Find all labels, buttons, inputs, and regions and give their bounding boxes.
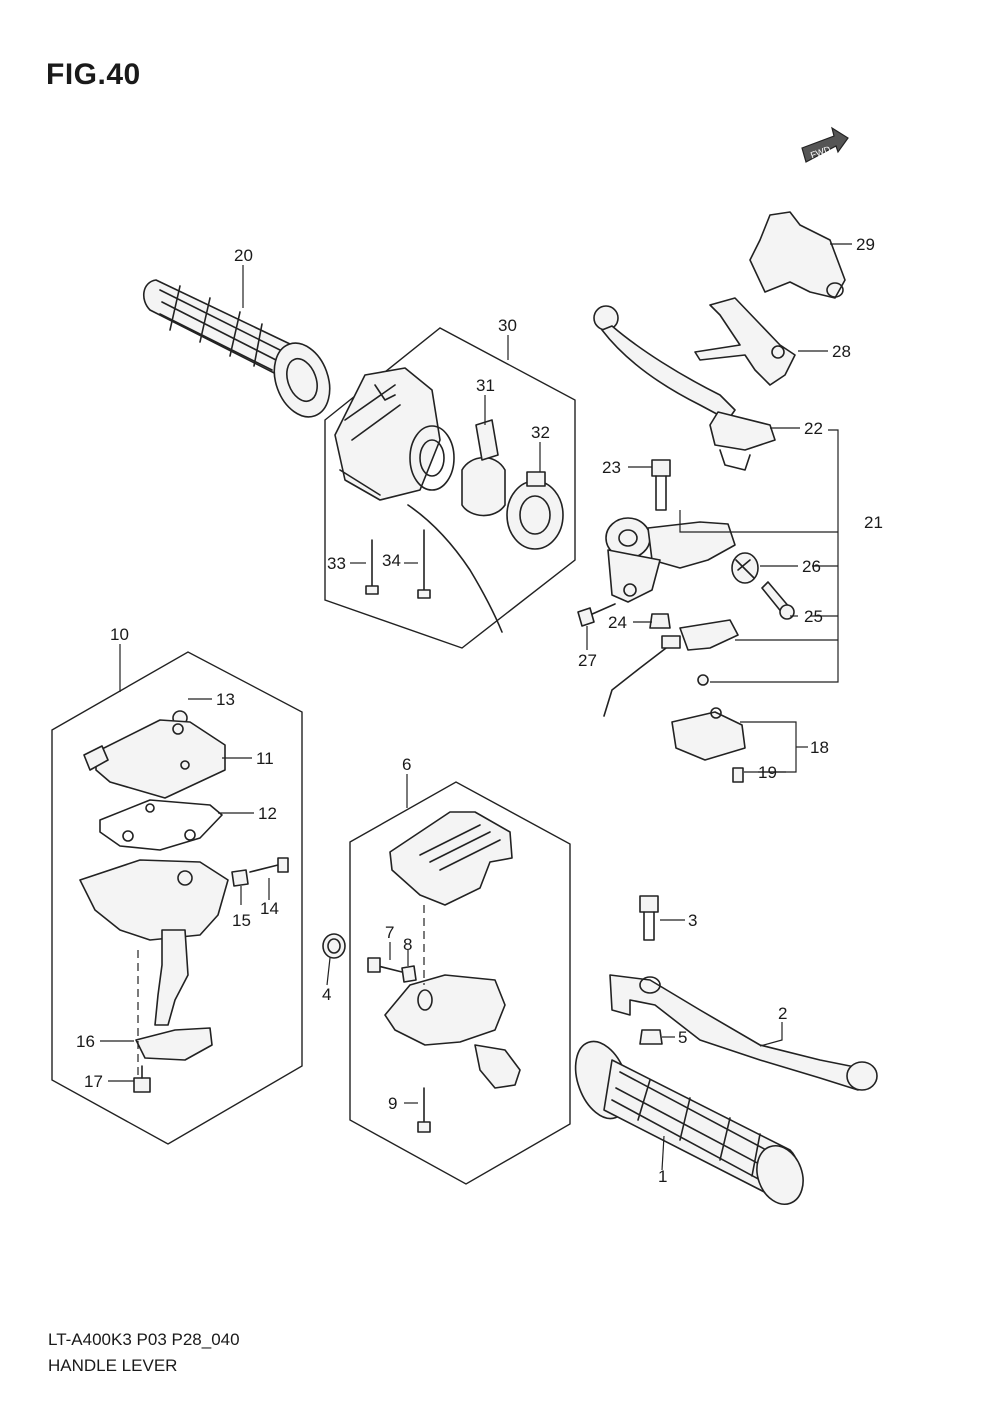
ring-4: [322, 933, 346, 959]
screw-7: [367, 957, 403, 973]
throttle-collar-32: [506, 471, 564, 550]
callout-14: 14: [260, 899, 279, 918]
diagram-title: HANDLE LEVER: [48, 1356, 178, 1375]
nut-15: [231, 869, 249, 887]
callout-33: 33: [327, 554, 346, 573]
lever-2: [609, 974, 878, 1091]
brake-switch-wire: [603, 619, 739, 717]
callout-11: 11: [256, 749, 274, 768]
callout-10: 10: [110, 625, 129, 644]
callout-23: 23: [602, 458, 621, 477]
callout-28: 28: [832, 342, 851, 361]
callout-29: 29: [856, 235, 875, 254]
assembly-box-6: [349, 781, 571, 1185]
callout-8: 8: [403, 935, 412, 954]
throttle-lever-31: [461, 419, 506, 517]
nut-24: [649, 613, 671, 629]
nut-8: [401, 965, 417, 983]
cover-29: [749, 211, 846, 299]
callout-24: 24: [608, 613, 627, 632]
screw-14: [249, 857, 289, 873]
cover-6: [389, 811, 513, 906]
figure-title: FIG.40: [46, 58, 141, 91]
screw-9: [417, 1087, 431, 1133]
grip-right: [574, 1040, 804, 1205]
callout-27: 27: [578, 651, 597, 670]
lever-holder-22: [709, 411, 776, 471]
assembly-box-10: [51, 651, 303, 1145]
callout-31: 31: [476, 376, 495, 395]
bolt-27: [577, 603, 616, 627]
callout-3: 3: [688, 911, 697, 930]
callout-13: 13: [216, 690, 235, 709]
nut-5: [639, 1029, 663, 1045]
callout-19: 19: [758, 763, 777, 782]
case-lower: [79, 859, 229, 1026]
lever-housing: [384, 974, 521, 1089]
bolt-17: [133, 1065, 151, 1093]
master-cylinder-21: [605, 517, 736, 603]
callout-5: 5: [678, 1028, 687, 1047]
callout-17: 17: [84, 1072, 103, 1091]
callout-16: 16: [76, 1032, 95, 1051]
callout-1: 1: [658, 1167, 667, 1186]
pivot-bolt-3: [639, 895, 659, 941]
callout-12: 12: [258, 804, 277, 823]
callout-9: 9: [388, 1094, 397, 1113]
callout-labels: 20 30 31 32 33 34 29 28 22 23 21 26 25 2…: [76, 235, 883, 1186]
callout-21: 21: [864, 513, 883, 532]
callout-26: 26: [802, 557, 821, 576]
bracket-28: [694, 297, 796, 386]
leader-lines: [100, 243, 852, 1171]
callout-25: 25: [804, 607, 823, 626]
fwd-arrow-icon: FWD: [801, 126, 849, 163]
callout-20: 20: [234, 246, 253, 265]
plate-16: [135, 1027, 213, 1061]
callout-32: 32: [531, 423, 550, 442]
callout-22: 22: [804, 419, 823, 438]
pivot-bolt-23: [651, 459, 671, 511]
screw-34: [417, 529, 431, 599]
callout-7: 7: [385, 923, 394, 942]
callout-15: 15: [232, 911, 251, 930]
grip-left: [143, 279, 331, 418]
gasket-12: [99, 799, 223, 851]
callout-4: 4: [322, 985, 331, 1004]
screw-25: [761, 581, 795, 620]
switch-housing: [334, 367, 503, 633]
callout-34: 34: [382, 551, 401, 570]
switch-18: [671, 707, 746, 761]
callout-2: 2: [778, 1004, 787, 1023]
callout-18: 18: [810, 738, 829, 757]
callout-6: 6: [402, 755, 411, 774]
callout-30: 30: [498, 316, 517, 335]
screw-19: [732, 767, 744, 783]
screw-33: [365, 539, 379, 595]
model-code: LT-A400K3 P03 P28_040: [48, 1330, 240, 1349]
brake-lever-upper: [593, 305, 736, 421]
adjuster-26: [731, 552, 759, 584]
case-cover-11: [83, 719, 226, 799]
assembly-box-30: [324, 327, 576, 649]
